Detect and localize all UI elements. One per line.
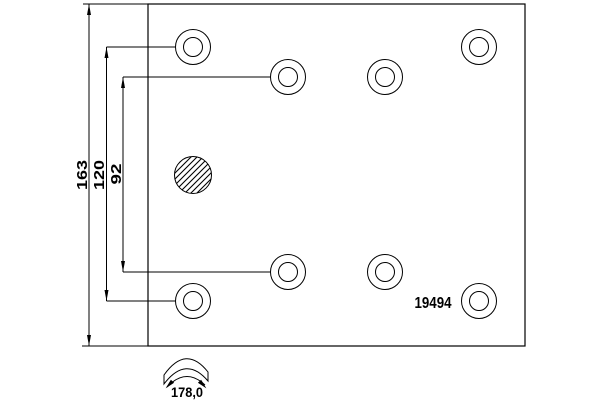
rivet-hole — [461, 283, 497, 319]
rivet-hole-outer — [175, 29, 211, 65]
rivet-hole-outer — [461, 29, 497, 65]
rivet-hole — [461, 29, 497, 65]
rivet-hole — [270, 59, 306, 95]
rivet-hole — [367, 254, 403, 290]
rivet-hole-inner — [469, 291, 489, 311]
rivet-holes-bottom-row — [175, 254, 497, 319]
hatched-circle-icon — [174, 156, 212, 194]
rivet-hole-outer — [367, 59, 403, 95]
dimension-outer-hole-spacing: 120 — [91, 46, 176, 302]
arrow-right-icon — [197, 379, 207, 389]
rivet-hole — [270, 254, 306, 290]
arrow-down-icon — [87, 335, 91, 346]
arrow-down-icon — [121, 261, 125, 272]
rivet-hole — [175, 283, 211, 319]
arrow-left-icon — [165, 379, 175, 389]
rivet-hole-inner — [375, 262, 395, 282]
dimension-plate-height: 163 — [74, 4, 91, 346]
dimension-inner-hole-spacing: 92 — [108, 76, 271, 273]
dimension-label-inner-hole-spacing: 92 — [108, 164, 125, 185]
curvature-symbol: 178,0 — [163, 358, 209, 400]
rivet-hole-inner — [469, 37, 489, 57]
arrow-up-icon — [87, 4, 91, 15]
rivet-hole — [367, 59, 403, 95]
part-number: 19494 — [415, 295, 452, 312]
rivet-hole-inner — [278, 262, 298, 282]
dimension-label-arc-width: 178,0 — [171, 384, 203, 400]
rivet-hole-outer — [270, 254, 306, 290]
rivet-hole-outer — [175, 283, 211, 319]
dimension-label-plate-height: 163 — [74, 160, 91, 190]
arrow-up-icon — [104, 47, 109, 58]
dimension-label-outer-hole-spacing: 120 — [91, 160, 108, 190]
arrow-down-icon — [104, 290, 109, 301]
rivet-hole-outer — [461, 283, 497, 319]
rivet-hole-inner — [183, 291, 203, 311]
rivet-hole-outer — [367, 254, 403, 290]
arrow-up-icon — [121, 77, 125, 88]
rivet-hole — [175, 29, 211, 65]
rivet-hole-inner — [375, 67, 395, 87]
rivet-hole-outer — [270, 59, 306, 95]
curved-band-icon — [163, 358, 209, 386]
rivet-holes-top-row — [175, 29, 497, 95]
rivet-hole-inner — [278, 67, 298, 87]
rivet-hole-inner — [183, 37, 203, 57]
